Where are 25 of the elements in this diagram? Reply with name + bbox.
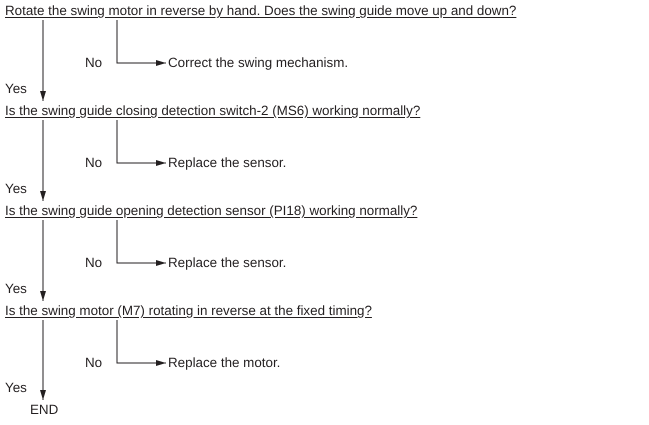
yes-label: Yes xyxy=(5,281,27,297)
no-label: No xyxy=(85,155,102,171)
action-text: Replace the sensor. xyxy=(168,255,286,271)
question-text: Is the swing motor (M7) rotating in reverse at the fixed timing? xyxy=(5,303,372,319)
arrow xyxy=(40,20,46,102)
no-label: No xyxy=(85,355,102,371)
no-label: No xyxy=(85,55,102,71)
arrow xyxy=(116,220,166,266)
action-text: Replace the sensor. xyxy=(168,155,286,171)
question-text: Is the swing guide closing detection switch-2 (MS6) working normally? xyxy=(5,103,420,119)
yes-label: Yes xyxy=(5,81,27,97)
arrow xyxy=(116,120,166,166)
arrow xyxy=(40,120,46,202)
arrow xyxy=(40,320,46,400)
action-text: Replace the motor. xyxy=(168,355,280,371)
question-text: Rotate the swing motor in reverse by hand. Does the swing guide move up and down? xyxy=(5,3,516,19)
action-text: Correct the swing mechanism. xyxy=(168,55,348,71)
arrow xyxy=(40,220,46,302)
end-text: END xyxy=(30,402,58,418)
yes-label: Yes xyxy=(5,380,27,396)
arrow xyxy=(116,320,166,366)
question-text: Is the swing guide opening detection sensor (PI18) working normally? xyxy=(5,203,418,219)
yes-label: Yes xyxy=(5,181,27,197)
arrow xyxy=(116,20,166,66)
no-label: No xyxy=(85,255,102,271)
